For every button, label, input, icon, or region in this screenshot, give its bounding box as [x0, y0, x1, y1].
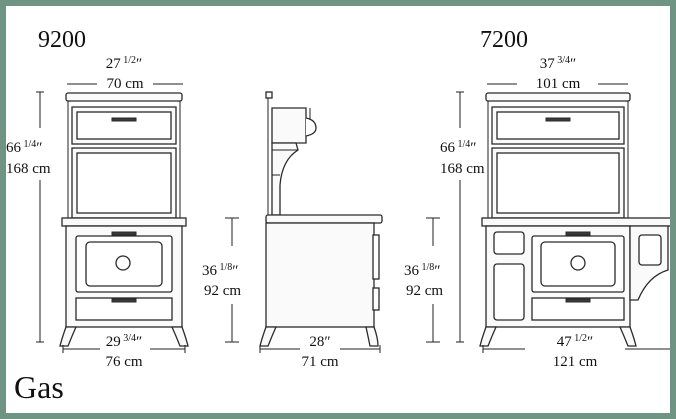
width-7200-metric: 101 cm [536, 76, 581, 92]
height-9200-metric: 168 cm [6, 161, 51, 177]
height-7200-metric: 168 cm [440, 161, 485, 177]
dims-9200 [36, 83, 239, 353]
width-9200-imperial: 27 1/2″ [106, 55, 143, 72]
base-width-7200-metric: 121 cm [553, 354, 598, 370]
base-width-9200-metric: 76 cm [105, 354, 142, 370]
model-7200-label: 7200 [480, 27, 528, 53]
width-9200-metric: 70 cm [106, 76, 143, 92]
counter-height-7200-imperial: 36 1/8″ [404, 262, 441, 279]
counter-height-7200-metric: 92 cm [406, 283, 443, 299]
dims-7200 [426, 83, 670, 353]
height-9200-imperial: 66 1/4″ [6, 139, 43, 156]
base-width-9200-imperial: 29 3/4″ [106, 333, 143, 350]
stove-9200-drawing [59, 92, 189, 347]
base-width-7200-imperial: 47 1/2″ [557, 333, 594, 350]
model-9200-label: 9200 [38, 27, 86, 53]
width-7200-imperial: 37 3/4″ [540, 55, 577, 72]
height-7200-imperial: 66 1/4″ [440, 139, 477, 156]
depth-metric: 71 cm [301, 354, 338, 370]
stove-dimension-diagram: 9200 27 1/2″ 70 cm 66 1/4″ 168 cm 36 1/8… [6, 27, 670, 405]
depth-imperial: 28″ [309, 334, 330, 350]
counter-height-9200-metric: 92 cm [204, 283, 241, 299]
counter-height-9200-imperial: 36 1/8″ [202, 262, 239, 279]
dims-side [259, 345, 381, 353]
fuel-type-label: Gas [14, 369, 64, 405]
stove-side-view-drawing [259, 91, 383, 347]
stove-7200-drawing [479, 92, 670, 347]
